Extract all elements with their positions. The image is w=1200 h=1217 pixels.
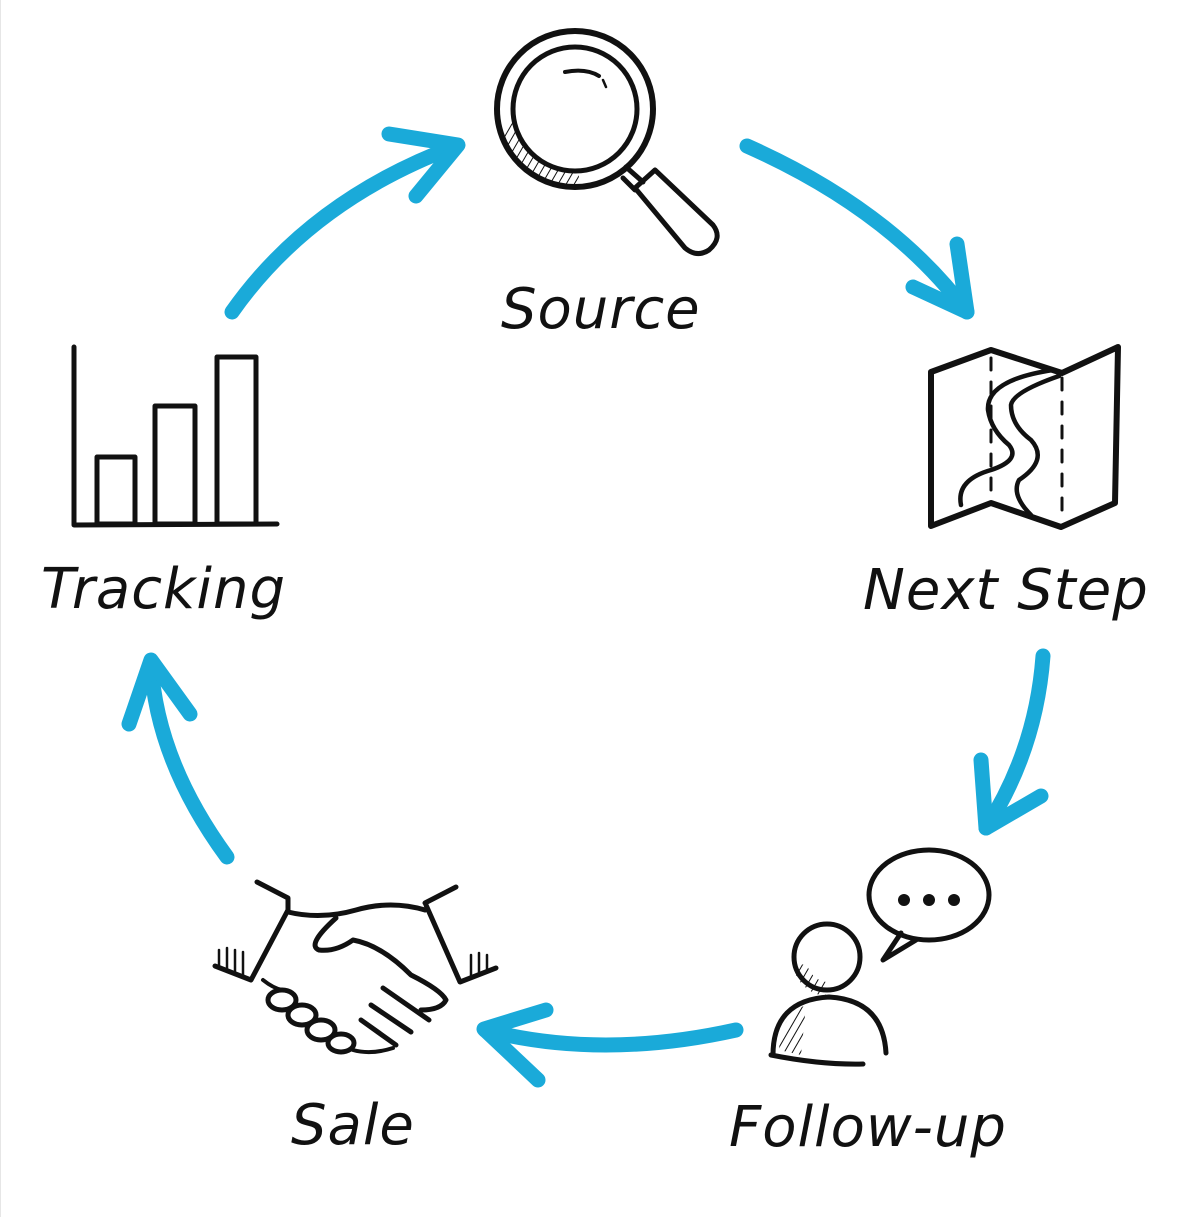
arrow-nextstep-to-followup [973, 648, 1051, 836]
magnifying-glass-icon [494, 28, 720, 256]
handshake-icon [212, 879, 499, 1055]
person-speech-bubble-icon [768, 847, 992, 1067]
step-label-tracking: Tracking [41, 557, 287, 622]
step-label-next-step: Next Step [863, 558, 1149, 623]
step-label-source: Source [501, 277, 701, 342]
step-label-sale: Sale [291, 1093, 415, 1158]
folded-map-icon [928, 344, 1121, 530]
arrow-followup-to-sale [476, 1002, 744, 1088]
arrow-sale-to-tracking [121, 652, 235, 865]
arrow-source-to-nextstep [739, 138, 975, 320]
step-label-follow-up: Follow-up [729, 1095, 1007, 1160]
bar-chart-icon [71, 344, 280, 528]
arrow-tracking-to-source [224, 126, 466, 320]
